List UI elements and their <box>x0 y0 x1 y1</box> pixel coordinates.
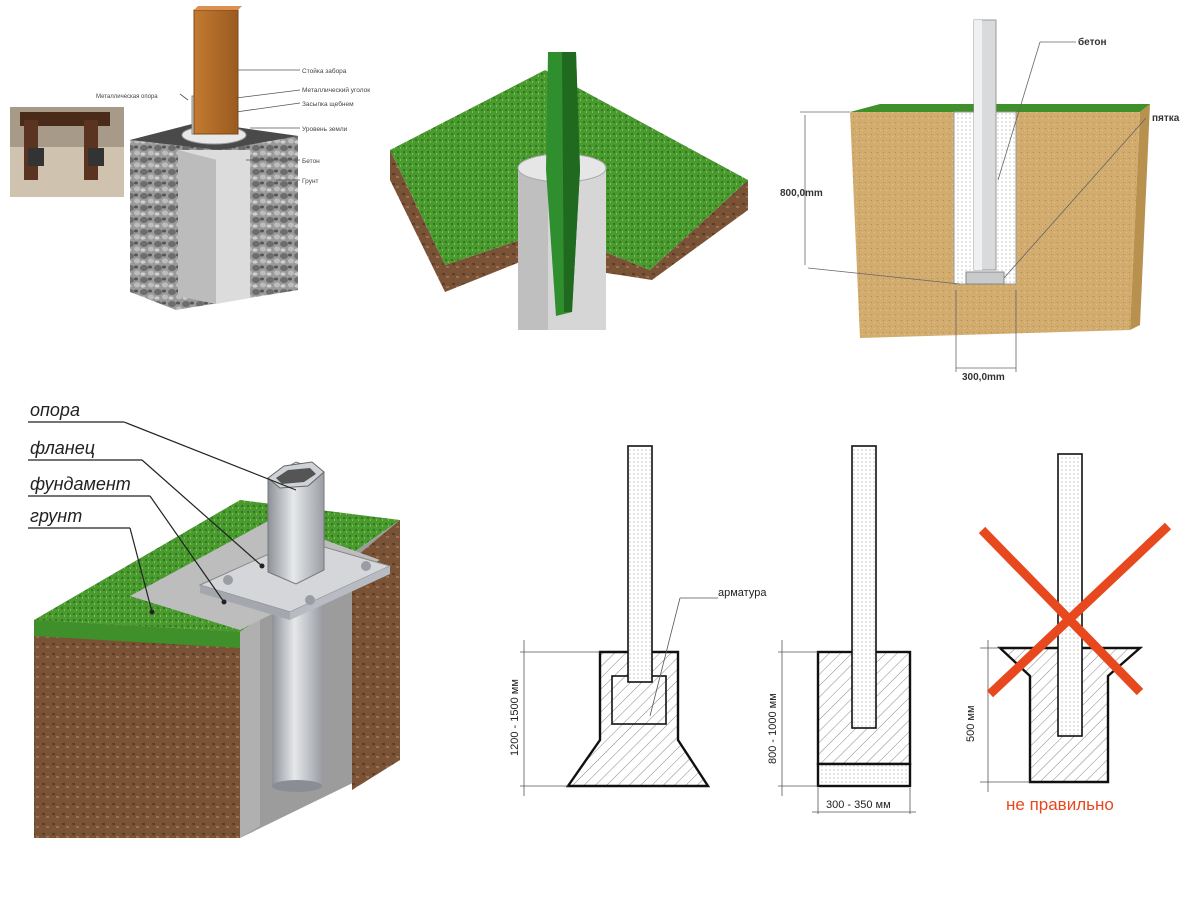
steel-pipe <box>272 600 322 786</box>
label-1-0: Стойка забора <box>302 67 347 75</box>
label-pyatka: пятка <box>1152 113 1180 124</box>
hex-post <box>267 461 325 585</box>
label-1-3: Уровень земли <box>302 126 348 133</box>
label-wrong: не правильно <box>1006 795 1114 814</box>
label-depth: 800,0mm <box>780 188 823 199</box>
panel-foundation-sections: арматура 1200 - 1500 мм 800 - 1000 мм 30… <box>509 445 1172 814</box>
label-dim-a: 1200 - 1500 мм <box>509 679 521 756</box>
section-a: арматура 1200 - 1500 мм <box>509 445 767 796</box>
label-dim-c: 300 - 350 мм <box>826 799 891 811</box>
label-1-left: Металлическая опора <box>96 94 158 100</box>
concrete-core <box>178 150 250 304</box>
panel-soil-section: бетон пятка 800,0mm 300,0mm <box>780 19 1180 383</box>
post-a <box>627 445 653 683</box>
label-flanets: фланец <box>30 438 95 458</box>
soil-front <box>34 620 240 838</box>
panel-flange-foundation: опора фланец фундамент грунт <box>28 400 400 838</box>
panel1-leaders <box>179 69 301 181</box>
section-b: 800 - 1000 мм 300 - 350 мм <box>767 445 916 814</box>
label-dim-b: 800 - 1000 мм <box>767 693 779 764</box>
label-fundament: фундамент <box>30 474 131 494</box>
label-1-2: Засыпка щебнем <box>302 100 354 108</box>
wrong-cross-icon <box>978 522 1172 698</box>
label-beton: бетон <box>1078 36 1107 48</box>
panel3-dimensions <box>800 41 1147 372</box>
post-b <box>851 445 877 729</box>
label-width: 300,0mm <box>962 372 1005 383</box>
post-c <box>1057 453 1083 737</box>
label-armatura: арматура <box>718 587 767 599</box>
panel4-leaders <box>28 421 297 613</box>
wood-post <box>193 9 239 135</box>
photo-inset <box>10 107 124 197</box>
label-1-1: Металлический уголок <box>302 86 370 94</box>
section-c-wrong: 500 мм не правильно <box>965 453 1172 814</box>
label-1-4: Бетон <box>302 158 320 165</box>
panel-wood-post-foundation: Стойка забора Металлический уголок Засып… <box>10 6 370 310</box>
label-opora: опора <box>30 400 80 420</box>
post-heel <box>965 271 1005 285</box>
panel-green-post-grass <box>390 52 748 330</box>
label-1-5: Грунт <box>302 178 319 185</box>
label-grunt: грунт <box>30 506 82 526</box>
label-dim-d: 500 мм <box>965 705 977 742</box>
